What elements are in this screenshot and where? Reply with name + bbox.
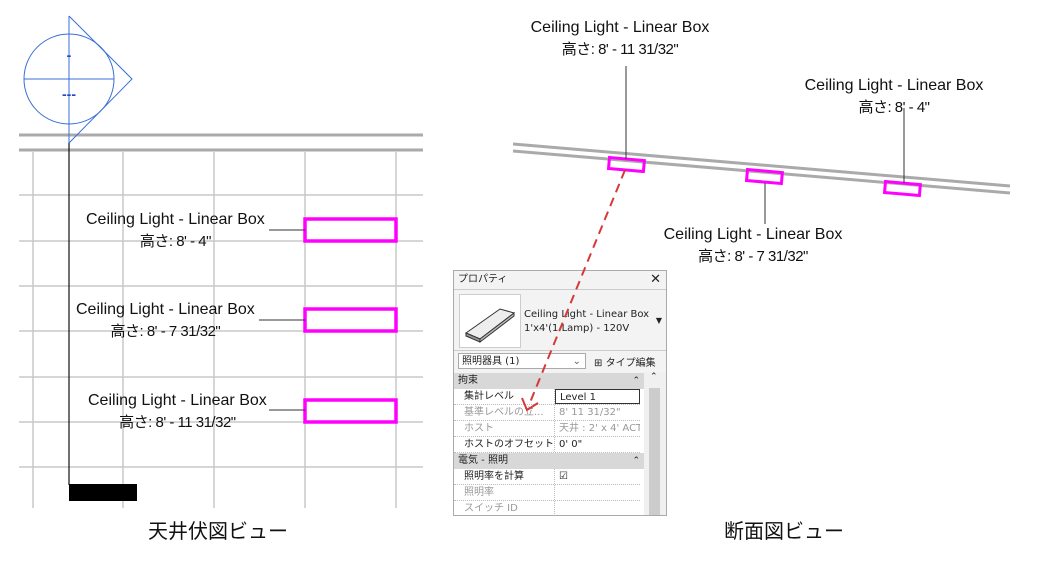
prop-value: 天井 : 2' x 4' ACT... — [559, 423, 640, 434]
plan-tag-2[interactable]: Ceiling Light - Linear Box 高さ: 8' - 7 31/… — [76, 299, 255, 343]
properties-panel: プロパティ ✕ Ceiling Light - Linear Box 1'x4'(1… — [453, 270, 667, 516]
prop-key: 照明率 — [454, 485, 555, 500]
scroll-up-icon[interactable]: ⌃ — [650, 372, 658, 382]
selector-value: 照明器具 (1) — [462, 356, 520, 367]
prop-key: 集計レベル — [454, 389, 555, 404]
collapse-icon[interactable]: ⌃ — [632, 376, 640, 386]
edit-type-label: タイプ編集 — [605, 358, 656, 369]
section-tag-2[interactable]: Ceiling Light - Linear Box 高さ: 8' - 7 31/… — [653, 224, 853, 268]
section-view-caption: 断面図ビュー — [724, 519, 844, 543]
ceiling-plan-drawing — [19, 15, 423, 508]
light-fixtures — [303, 217, 398, 424]
scrollbar[interactable]: ⌃ — [644, 372, 666, 515]
marker-bottom-text: --- — [62, 86, 76, 102]
group-electrical-lighting[interactable]: 電気 - 照明 ⌃ — [454, 453, 644, 469]
section-leaders — [625, 66, 905, 224]
type-name: Ceiling Light - Linear Box — [524, 309, 650, 320]
plan-tag-3[interactable]: Ceiling Light - Linear Box 高さ: 8' - 11 31… — [88, 390, 267, 434]
section-marker-icon — [23, 15, 133, 145]
section-drawing — [512, 66, 1011, 224]
tag-leaders — [259, 229, 305, 411]
group-label: 電気 - 照明 — [458, 455, 508, 466]
tag-height: 高さ: 8' - 7 31/32" — [110, 323, 221, 340]
prop-key: スイッチ ID — [454, 501, 555, 515]
plan-view-caption: 天井伏図ビュー — [148, 519, 288, 543]
tag-height: 高さ: 8' - 11 31/32" — [561, 41, 679, 58]
tag-height: 高さ: 8' - 4" — [139, 233, 212, 250]
tag-name: Ceiling Light - Linear Box — [76, 301, 255, 318]
checkbox[interactable]: ☑ — [559, 471, 568, 482]
prop-value-input[interactable]: Level 1 — [555, 389, 640, 404]
close-icon[interactable]: ✕ — [650, 272, 661, 287]
edit-type-icon: ⊞ — [594, 358, 603, 369]
tag-height: 高さ: 8' - 7 31/32" — [698, 248, 808, 265]
prop-value — [555, 485, 640, 500]
prop-value: 8' 11 31/32" — [559, 407, 621, 418]
prop-row[interactable]: 照明率 — [454, 485, 640, 501]
plan-tag-1[interactable]: Ceiling Light - Linear Box 高さ: 8' - 4" — [86, 209, 265, 253]
section-tag-3[interactable]: Ceiling Light - Linear Box 高さ: 8' - 4" — [794, 75, 994, 119]
type-selector[interactable]: Ceiling Light - Linear Box 1'x4'(1 Lamp) … — [454, 290, 666, 351]
tag-name: Ceiling Light - Linear Box — [663, 226, 843, 243]
section-tail — [69, 484, 137, 501]
group-label: 拘束 — [458, 375, 478, 386]
properties-title: プロパティ — [458, 274, 508, 285]
prop-key: ホスト — [454, 421, 555, 436]
prop-key: ホストのオフセット — [454, 437, 555, 452]
section-tag-1[interactable]: Ceiling Light - Linear Box 高さ: 8' - 11 31… — [520, 17, 720, 61]
fixture-thumbnail — [459, 294, 521, 348]
tag-height: 高さ: 8' - 11 31/32" — [119, 414, 236, 431]
dropdown-arrow-icon[interactable]: ▼ — [655, 316, 662, 325]
prop-key: 照明率を計算 — [454, 469, 555, 484]
prop-row[interactable]: スイッチ ID — [454, 501, 640, 515]
prop-row[interactable]: 基準レベルの立... 8' 11 31/32" — [454, 405, 640, 421]
chevron-down-icon: ⌄ — [572, 356, 581, 367]
prop-key: 基準レベルの立... — [454, 405, 555, 420]
prop-value[interactable]: 0' 0" — [559, 439, 583, 450]
prop-value — [555, 501, 640, 515]
prop-row[interactable]: ホスト天井 : 2' x 4' ACT... — [454, 421, 640, 437]
tag-name: Ceiling Light - Linear Box — [804, 77, 984, 94]
tag-name: Ceiling Light - Linear Box — [88, 392, 267, 409]
section-fixtures — [606, 155, 922, 198]
tag-height: 高さ: 8' - 4" — [858, 99, 930, 116]
ceiling-section-lines — [512, 142, 1011, 195]
instance-filter-select[interactable]: 照明器具 (1) ⌄ — [458, 353, 586, 369]
prop-row[interactable]: 照明率を計算 ☑ — [454, 469, 640, 485]
scrollbar-thumb[interactable] — [649, 388, 660, 515]
marker-top-text: - — [66, 47, 72, 63]
edit-type-button[interactable]: ⊞ タイプ編集 — [594, 354, 656, 369]
prop-row[interactable]: ホストのオフセット 0' 0" — [454, 437, 640, 453]
collapse-icon[interactable]: ⌃ — [632, 456, 640, 466]
tag-name: Ceiling Light - Linear Box — [530, 19, 710, 36]
type-sub: 1'x4'(1 Lamp) - 120V — [524, 323, 630, 334]
group-constraints[interactable]: 拘束 ⌃ — [454, 373, 644, 389]
tag-name: Ceiling Light - Linear Box — [86, 211, 265, 228]
wall-lines — [19, 133, 423, 152]
